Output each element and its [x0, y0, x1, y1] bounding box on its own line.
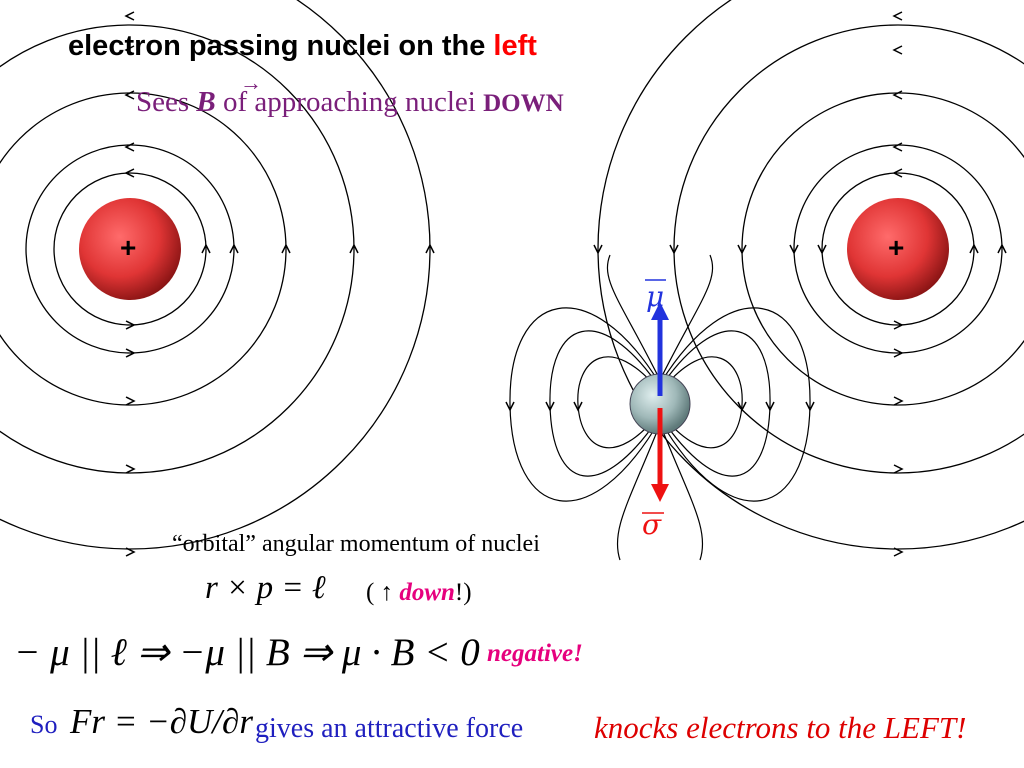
attractive-force-text: gives an attractive force — [255, 713, 524, 744]
subtitle-down: DOWN — [483, 90, 564, 117]
negative-label: negative! — [487, 640, 583, 667]
right-arrowheads — [593, 11, 1007, 557]
force-equation: Fr = −∂U/∂r — [70, 702, 253, 741]
left-nucleus — [79, 198, 181, 300]
paren-open: ( ↑ — [366, 579, 400, 606]
left-field-lines — [0, 0, 431, 550]
dipole-arrowheads — [505, 401, 815, 412]
title-main: electron passing nuclei on the — [68, 30, 494, 62]
subtitle: Sees B of approaching nuclei DOWN — [136, 86, 564, 119]
orbital-caption: “orbital” angular momentum of nuclei — [172, 531, 540, 557]
mu-arrow — [651, 302, 669, 396]
title-highlight: left — [493, 30, 537, 62]
subtitle-middle: of approaching nuclei — [215, 86, 484, 118]
right-nucleus-charge: + — [888, 232, 905, 263]
cross-product-equation: r × p = ℓ — [205, 570, 326, 606]
left-arrowheads — [124, 11, 435, 557]
conclusion-text: knocks electrons to the LEFT! — [594, 710, 967, 745]
dipole-field-lines — [509, 254, 811, 561]
right-nucleus — [847, 198, 949, 300]
dot-product-equation: − μ || ℓ ⇒ −μ || B ⇒ μ · B < 0 — [14, 631, 480, 674]
mu-label: μ — [646, 280, 665, 313]
left-nucleus-charge: + — [120, 232, 137, 263]
subtitle-prefix: Sees — [136, 86, 197, 118]
sigma-arrow — [651, 408, 669, 502]
b-vector-arrow: → — [240, 70, 262, 95]
down-word: down — [399, 579, 455, 606]
subtitle-b: B — [196, 86, 216, 118]
direction-note: ( ↑ down!) — [366, 579, 472, 607]
slide-title: electron passing nuclei on the left — [68, 30, 537, 63]
paren-close: !) — [454, 579, 472, 606]
sigma-label: σ — [642, 508, 662, 541]
so-label: So — [30, 710, 58, 739]
